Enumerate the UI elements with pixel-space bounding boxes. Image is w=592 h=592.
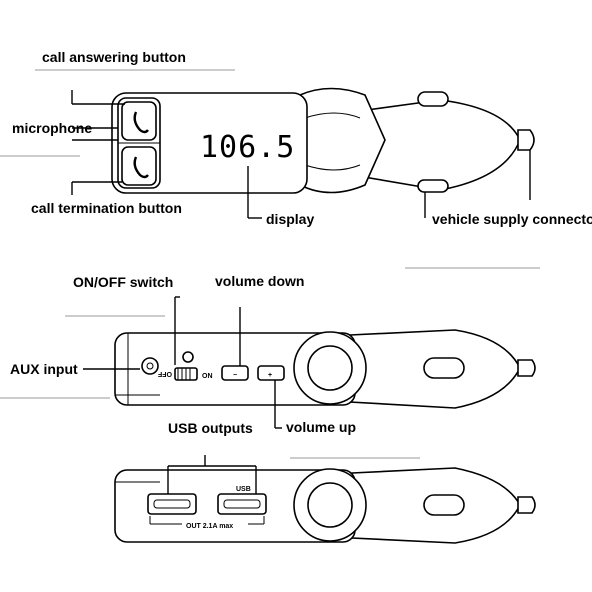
side-view-usb: USB OUT 2.1A max: [114, 455, 536, 544]
call-answering-button: [121, 101, 157, 141]
label-display: display: [266, 211, 314, 227]
usb-port-2: [217, 493, 267, 515]
volume-down-button: [221, 365, 249, 381]
label-vehicle-supply-connector: vehicle supply connector: [432, 211, 592, 227]
minus-label: −: [233, 372, 237, 379]
phone-handset-icon: [133, 156, 149, 179]
phone-handset-icon: [133, 111, 149, 134]
label-call-answering-button: call answering button: [42, 49, 186, 65]
side-view-controls: OFF ON − +: [0, 296, 536, 429]
label-volume-down: volume down: [215, 273, 304, 289]
call-termination-button: [121, 146, 157, 186]
usb-port-1: [147, 493, 197, 515]
out-rating-text: OUT 2.1A max: [186, 523, 233, 530]
switch-off-label: OFF: [157, 370, 172, 377]
switch-on-label: ON: [202, 373, 213, 380]
label-usb-outputs: USB outputs: [168, 420, 253, 436]
plus-label: +: [268, 372, 272, 379]
label-call-termination-button: call termination button: [31, 200, 182, 216]
usb-text: USB: [236, 486, 251, 493]
display-readout: 106.5: [200, 130, 295, 165]
front-view: 106.5: [0, 69, 540, 269]
label-microphone: microphone: [12, 120, 92, 136]
volume-up-button: [257, 365, 285, 381]
label-aux-input: AUX input: [10, 361, 78, 377]
label-on-off-switch: ON/OFF switch: [73, 274, 173, 290]
label-volume-up: volume up: [286, 419, 356, 435]
